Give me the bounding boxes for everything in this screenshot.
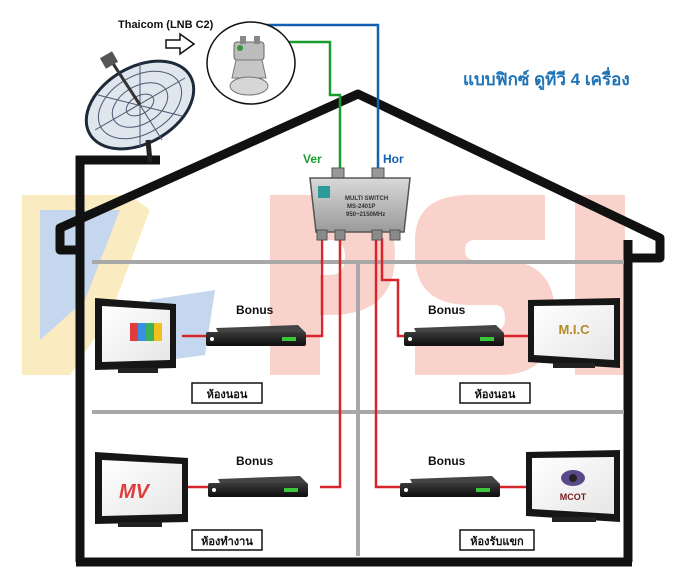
svg-text:ห้องนอน: ห้องนอน (207, 388, 248, 401)
room4-cable (374, 238, 400, 489)
svg-text:ห้องรับแขก: ห้องรับแขก (470, 535, 524, 548)
room2-cable (380, 238, 408, 338)
box-label-room-1: Bonus (236, 303, 274, 317)
multiswitch-frequency: 950~2150MHz (346, 212, 385, 218)
tv-room-4: MCOT (526, 450, 620, 522)
mcot-logo-text: MCOT (560, 492, 587, 502)
room-label-room-2: ห้องนอน (459, 382, 531, 404)
svg-text:ห้องนอน: ห้องนอน (475, 388, 516, 401)
box-label-room-2: Bonus (428, 303, 466, 317)
box-label-room-4: Bonus (428, 454, 466, 468)
dish-label: Thaicom (LNB C2) (118, 19, 214, 31)
set-top-box-room-2 (404, 325, 504, 346)
svg-text:ห้องทำงาน: ห้องทำงาน (201, 535, 253, 548)
tv-room-2: M.I.C (528, 298, 620, 368)
room3-cable (320, 238, 342, 489)
tv-room-3: MV (95, 452, 188, 527)
room-label-room-1: ห้องนอน (191, 382, 263, 404)
mcot-logo-icon (561, 470, 585, 486)
hor-label: Hor (383, 152, 404, 166)
set-top-box-room-1 (206, 325, 306, 346)
multiswitch-model: MS-2401P (347, 204, 375, 210)
mvtv-logo-icon: MV (119, 481, 151, 503)
lnb-callout (206, 21, 296, 105)
ver-cable (258, 40, 342, 178)
satellite-dish (84, 51, 196, 163)
header-title: แบบฟิกซ์ ดูทีวี 4 เครื่อง (463, 67, 630, 91)
set-top-box-room-4 (400, 476, 500, 497)
mlc-logo-icon: M.I.C (558, 322, 590, 337)
multiswitch-logo (318, 186, 330, 198)
room-bottom-left: MV Bonus ห้องทำงาน (95, 452, 308, 551)
room-top-left: Bonus ห้องนอน (95, 298, 306, 404)
multiswitch-brand: MULTI SWITCH (345, 196, 388, 202)
tv-room-1 (95, 298, 176, 373)
house-outline (55, 89, 665, 567)
set-top-box-room-3 (208, 476, 308, 497)
room-label-room-3: ห้องทำงาน (191, 529, 263, 551)
room-label-room-4: ห้องรับแขก (459, 529, 535, 551)
multiswitch: MULTI SWITCH MS-2401P 950~2150MHz (309, 167, 411, 241)
room-bottom-right: MCOT Bonus ห้องรับแขก (400, 450, 620, 551)
arrow-right-icon (165, 32, 196, 56)
ch7-logo-icon (130, 323, 162, 341)
room-top-right: M.I.C Bonus ห้องนอน (404, 298, 620, 404)
room-dividers (92, 260, 624, 556)
box-label-room-3: Bonus (236, 454, 274, 468)
ver-label: Ver (303, 152, 322, 166)
